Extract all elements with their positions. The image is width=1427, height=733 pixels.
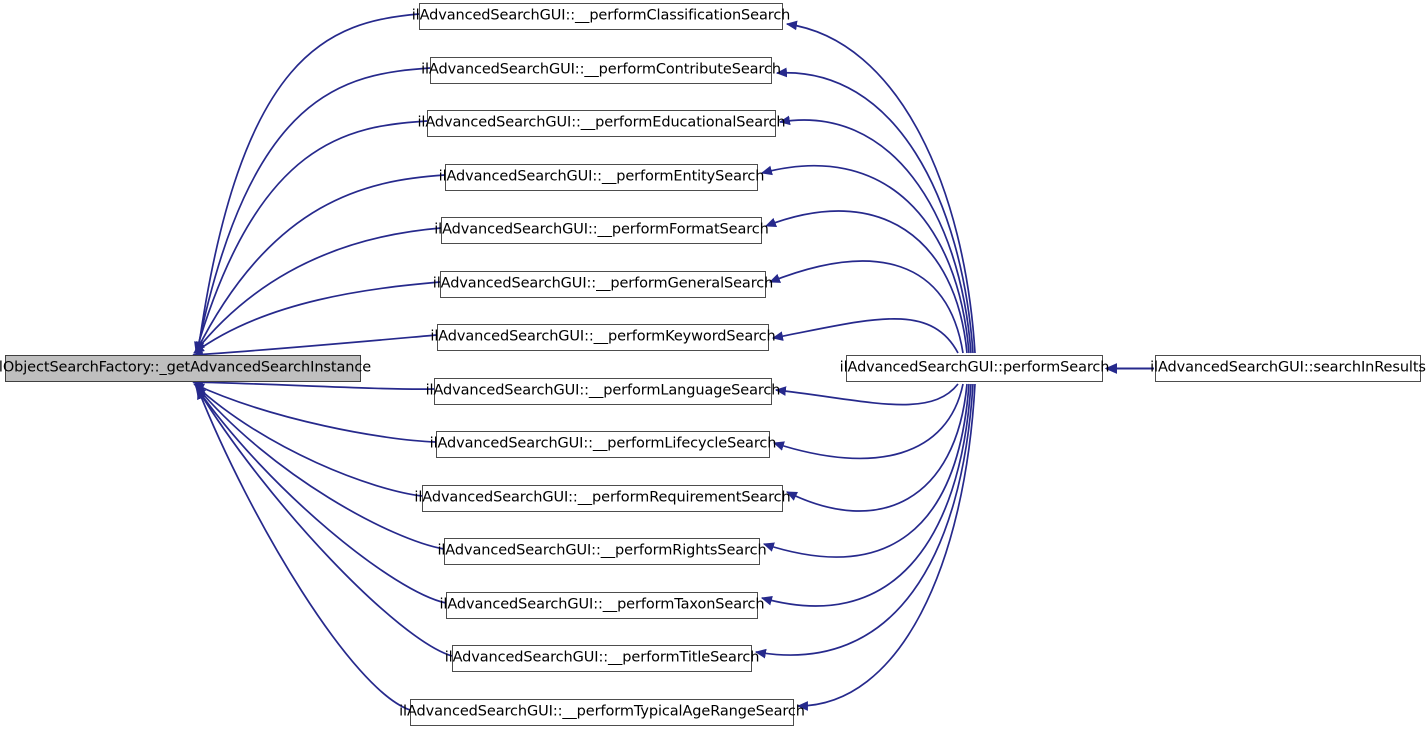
node-caller-general-search[interactable]: ilAdvancedSearchGUI::__performGeneralSea… bbox=[433, 271, 773, 298]
node-label: ilAdvancedSearchGUI::__performGeneralSea… bbox=[432, 275, 774, 292]
node-target-get-advanced-search-instance[interactable]: ilObjectSearchFactory::_getAdvancedSearc… bbox=[0, 355, 371, 382]
node-hub-perform-search[interactable]: ilAdvancedSearchGUI::performSearch bbox=[840, 355, 1109, 382]
node-label: ilAdvancedSearchGUI::performSearch bbox=[839, 359, 1110, 376]
node-label: ilAdvancedSearchGUI::__performFormatSear… bbox=[434, 221, 769, 238]
node-caller-language-search[interactable]: ilAdvancedSearchGUI::__performLanguageSe… bbox=[426, 378, 780, 405]
node-label: ilAdvancedSearchGUI::__performTypicalAge… bbox=[399, 703, 805, 720]
node-caller-entity-search[interactable]: ilAdvancedSearchGUI::__performEntitySear… bbox=[439, 164, 764, 191]
node-label: ilAdvancedSearchGUI::__performEntitySear… bbox=[438, 168, 765, 185]
node-label: ilAdvancedSearchGUI::__performLanguageSe… bbox=[425, 382, 781, 399]
node-caller-typical-age-range-search[interactable]: ilAdvancedSearchGUI::__performTypicalAge… bbox=[399, 699, 805, 726]
hub-to-caller-edges bbox=[754, 20, 976, 711]
node-caller-rights-search[interactable]: ilAdvancedSearchGUI::__performRightsSear… bbox=[437, 538, 767, 565]
node-label: ilAdvancedSearchGUI::__performContribute… bbox=[421, 61, 781, 78]
node-label: ilObjectSearchFactory::_getAdvancedSearc… bbox=[0, 359, 372, 376]
node-caller-taxon-search[interactable]: ilAdvancedSearchGUI::__performTaxonSearc… bbox=[439, 592, 765, 619]
node-caller-educational-search[interactable]: ilAdvancedSearchGUI::__performEducationa… bbox=[418, 110, 786, 137]
node-caller-format-search[interactable]: ilAdvancedSearchGUI::__performFormatSear… bbox=[434, 217, 769, 244]
node-caller-keyword-search[interactable]: ilAdvancedSearchGUI::__performKeywordSea… bbox=[430, 324, 776, 351]
node-label: ilAdvancedSearchGUI::__performRightsSear… bbox=[437, 542, 767, 559]
node-caller-requirement-search[interactable]: ilAdvancedSearchGUI::__performRequiremen… bbox=[414, 485, 791, 512]
node-root-search-in-results[interactable]: ilAdvancedSearchGUI::searchInResults bbox=[1150, 355, 1426, 382]
node-label: ilAdvancedSearchGUI::searchInResults bbox=[1150, 359, 1426, 376]
node-label: ilAdvancedSearchGUI::__performEducationa… bbox=[417, 114, 786, 131]
node-label: ilAdvancedSearchGUI::__performTaxonSearc… bbox=[439, 596, 765, 613]
node-label: ilAdvancedSearchGUI::__performRequiremen… bbox=[414, 489, 791, 506]
node-caller-classification-search[interactable]: ilAdvancedSearchGUI::__performClassifica… bbox=[412, 3, 790, 30]
node-label: ilAdvancedSearchGUI::__performClassifica… bbox=[411, 7, 791, 24]
node-caller-lifecycle-search[interactable]: ilAdvancedSearchGUI::__performLifecycleS… bbox=[430, 431, 776, 458]
node-label: ilAdvancedSearchGUI::__performKeywordSea… bbox=[430, 328, 776, 345]
node-label: ilAdvancedSearchGUI::__performTitleSearc… bbox=[444, 649, 760, 666]
node-label: ilAdvancedSearchGUI::__performLifecycleS… bbox=[429, 435, 777, 452]
node-caller-contribute-search[interactable]: ilAdvancedSearchGUI::__performContribute… bbox=[421, 57, 781, 84]
caller-to-target-edges bbox=[191, 13, 453, 711]
node-caller-title-search[interactable]: ilAdvancedSearchGUI::__performTitleSearc… bbox=[445, 645, 759, 672]
